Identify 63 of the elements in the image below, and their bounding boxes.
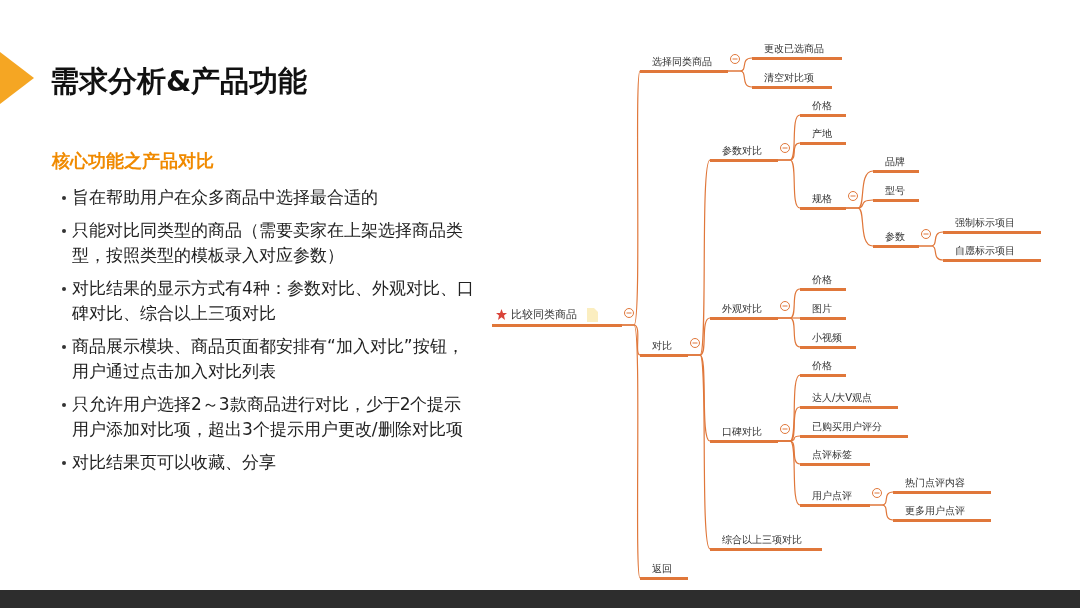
topic-label: 价格	[812, 358, 832, 373]
topic-node	[800, 446, 870, 466]
topic-node	[800, 418, 908, 438]
topic-node	[710, 300, 778, 320]
topic-node	[640, 53, 728, 73]
topic-label: 口碑对比	[722, 424, 762, 439]
branch-line	[845, 207, 874, 247]
topic-node	[492, 305, 622, 327]
topic-label: 型号	[885, 183, 905, 198]
topic-node	[893, 502, 991, 522]
topic-label: 价格	[812, 98, 832, 113]
topic-label: 清空对比项	[764, 70, 814, 85]
bullet-text: 旨在帮助用户在众多商品中选择最合适的	[72, 186, 379, 209]
topic-label: 对比	[652, 338, 672, 353]
branch-line	[777, 159, 801, 209]
topic-label: 点评标签	[812, 447, 852, 462]
topic-label: 更改已选商品	[764, 41, 824, 56]
topic-label: 产地	[812, 126, 832, 141]
topic-label: 价格	[812, 272, 832, 287]
topic-label: 热门点评内容	[905, 475, 965, 490]
branch-line	[777, 440, 801, 506]
topic-label: 已购买用户评分	[812, 419, 882, 434]
topic-label: 达人/大V观点	[812, 390, 873, 405]
topic-label: 小视频	[812, 330, 842, 345]
topic-node	[800, 329, 856, 349]
branch-line	[727, 70, 753, 88]
bullet-text: 商品展示模块、商品页面都安排有“加入对比”按钮，用户通过点击加入对比列表	[72, 335, 465, 383]
topic-label: 综合以上三项对比	[722, 532, 802, 547]
branch-line	[687, 354, 711, 550]
topic-node	[640, 337, 688, 357]
topic-node	[752, 69, 832, 89]
branch-line	[869, 504, 894, 521]
topic-label: 强制标示项目	[955, 215, 1015, 230]
topic-node	[800, 389, 898, 409]
bullet-text: 只能对比同类型的商品（需要卖家在上架选择商品类型，按照类型的模板录入对应参数）	[72, 219, 464, 267]
topic-node	[710, 531, 822, 551]
bullet-text: 对比结果的显示方式有4种：参数对比、外观对比、口碑对比、综合以上三项对比	[72, 277, 475, 325]
branch-line	[621, 324, 641, 579]
topic-label: 规格	[812, 191, 832, 206]
topic-node	[800, 300, 846, 320]
topic-node	[800, 487, 870, 507]
topic-label: 用户点评	[812, 488, 852, 503]
topic-label: 自愿标示项目	[955, 243, 1015, 258]
topic-label: 更多用户点评	[905, 503, 965, 518]
topic-label: 图片	[812, 301, 832, 316]
topic-node	[752, 40, 842, 60]
bullet-text: 对比结果页可以收藏、分享	[72, 451, 277, 474]
topic-label: 参数对比	[722, 143, 762, 158]
topic-label: 比较同类商品	[511, 307, 577, 322]
topic-node	[710, 423, 778, 443]
branch-line	[777, 317, 801, 348]
bullet-text: 只允许用户选择2～3款商品进行对比，少于2个提示用户添加对比项，超出3个提示用户更改/删除对比项	[72, 393, 464, 441]
section-heading: 核心功能之产品对比	[52, 149, 215, 173]
topic-label: 外观对比	[722, 301, 762, 316]
topic-label: 品牌	[885, 154, 905, 169]
topic-label: 返回	[652, 561, 672, 576]
branch-line	[918, 245, 944, 261]
slide-title: 需求分析&产品功能	[50, 63, 308, 100]
topic-node	[800, 125, 846, 145]
topic-label: 参数	[885, 229, 905, 244]
topic-node	[893, 474, 991, 494]
topic-label: 选择同类商品	[652, 54, 712, 69]
topic-node	[710, 142, 778, 162]
